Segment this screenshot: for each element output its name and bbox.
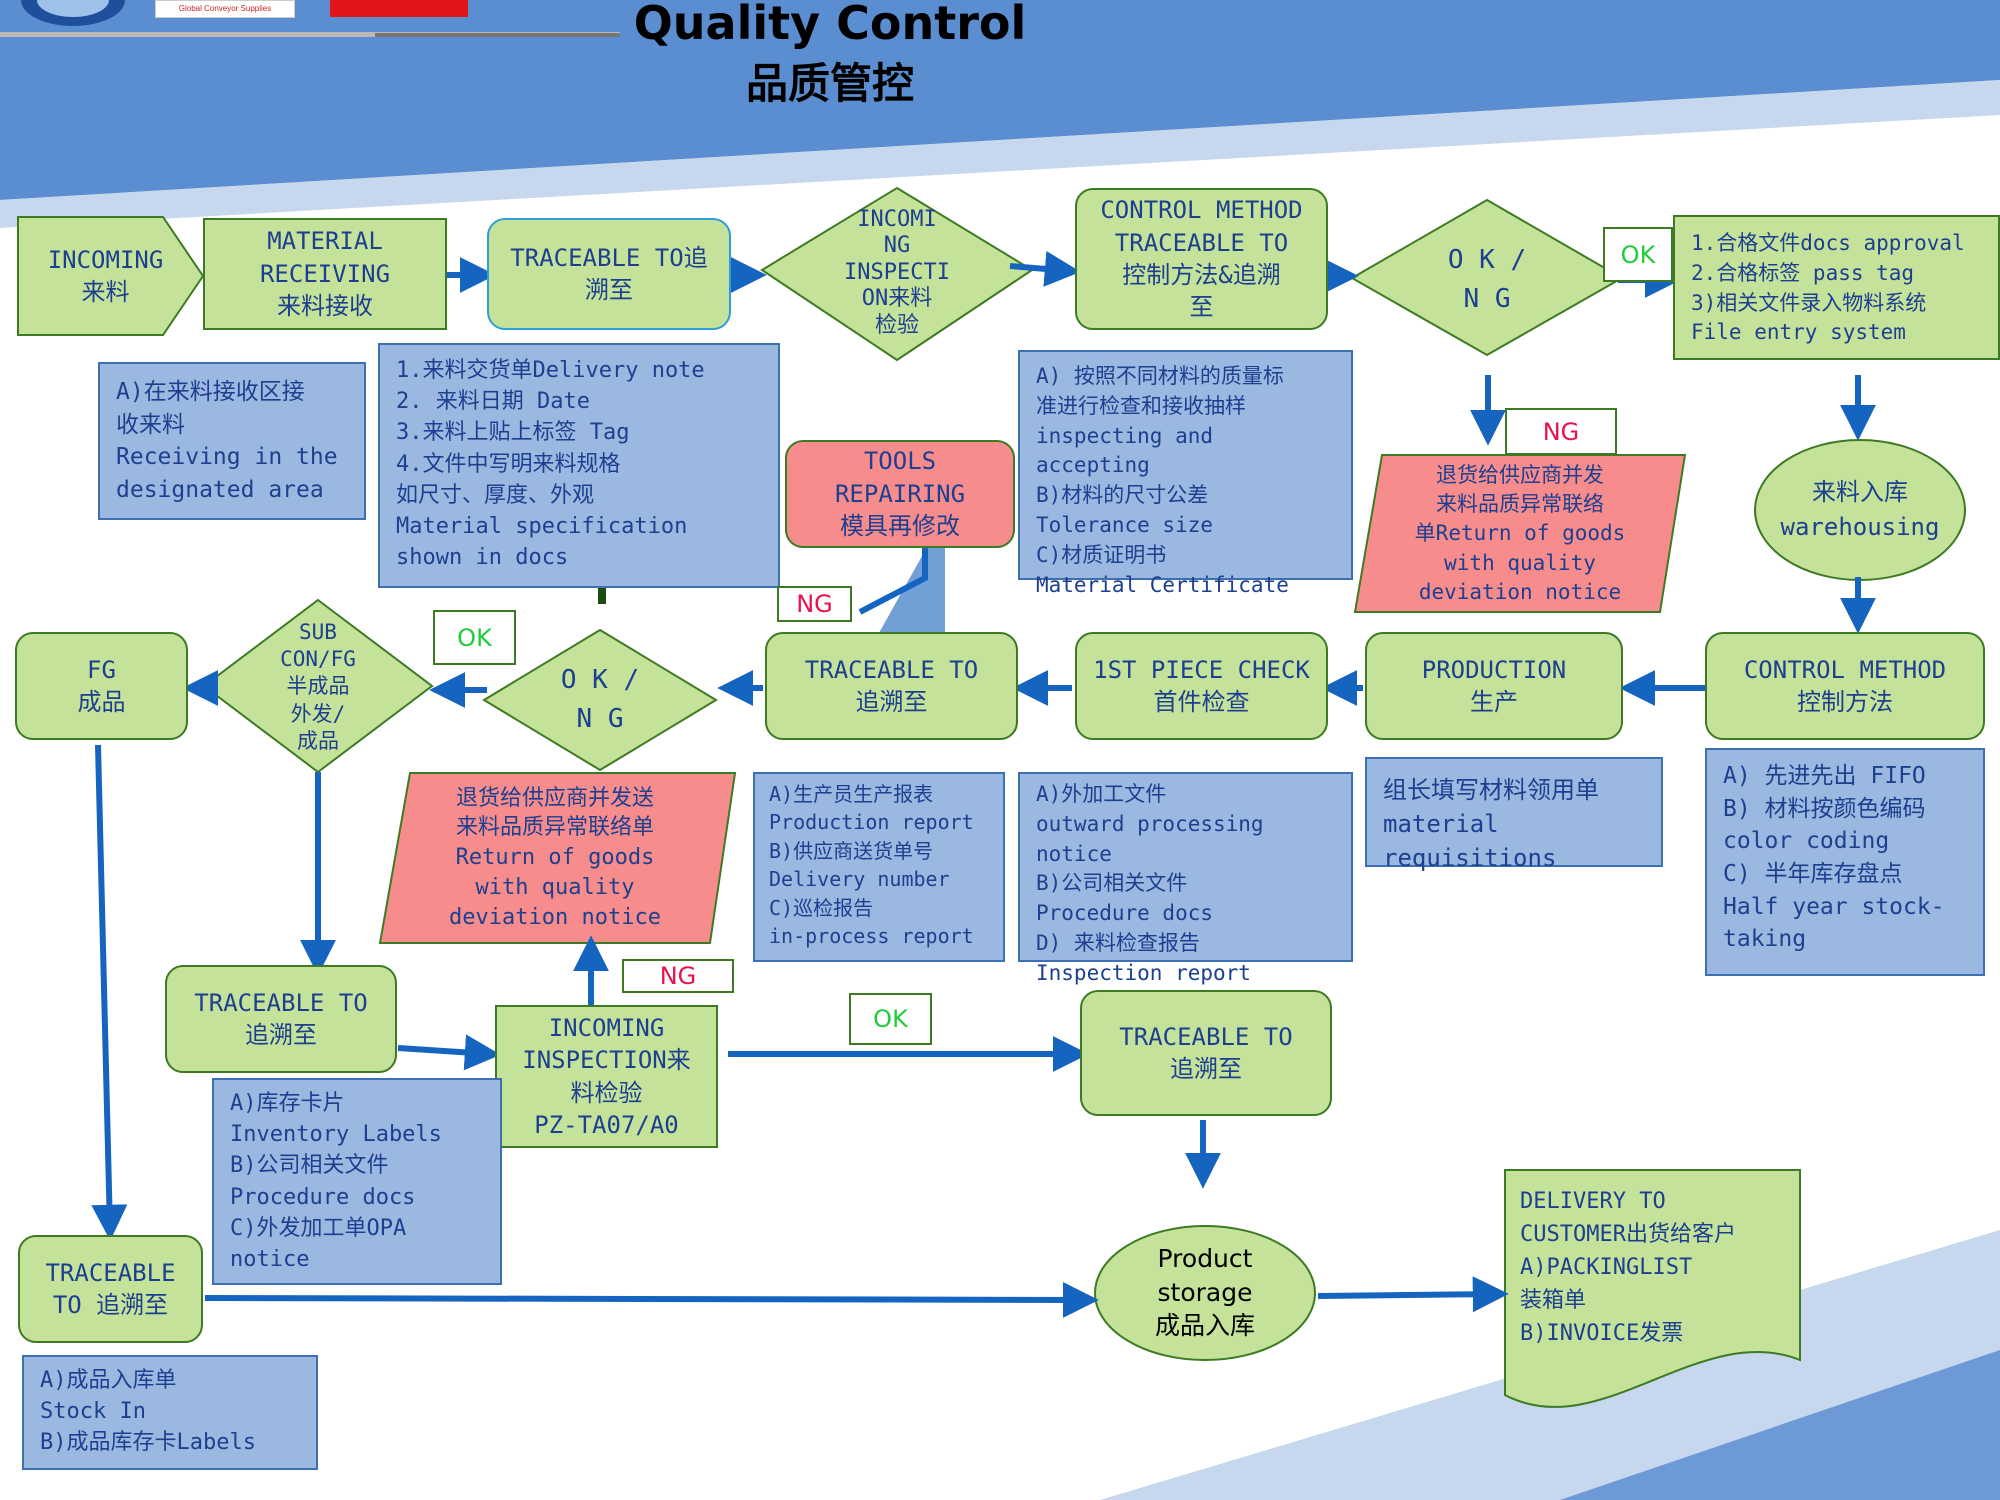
arrow-inspection-to-method <box>1009 250 1081 287</box>
title-zh: 品质管控 <box>745 59 914 108</box>
okng-2-diamond-shape <box>482 628 718 772</box>
incoming-label: INCOMING 来料 <box>47 245 164 306</box>
note-inspection-method: A) 按照不同材料的质量标 准进行检查和接收抽样 inspecting and … <box>1018 350 1353 597</box>
fg-box: FG 成品 <box>15 632 188 740</box>
ok-tag-bottom: OK <box>849 993 932 1045</box>
footer-band <box>1560 1350 2000 1500</box>
note-inventory-docs: A)库存卡片 Inventory Labels B)公司相关文件 Procedu… <box>212 1078 502 1285</box>
header-light-stripe <box>0 80 2000 228</box>
traceable-box-3: TRACEABLE TO 追溯至 <box>165 965 397 1073</box>
brand-logo: Global Conveyor Supplies <box>155 0 295 18</box>
logo-caption: Global Conveyor Supplies <box>178 4 272 13</box>
incoming-pentagon-shape <box>17 216 205 336</box>
first-piece-check-box: 1ST PIECE CHECK 首件检查 <box>1075 632 1328 740</box>
arrow-traceable-to-storage-2 <box>204 1281 1099 1318</box>
ok-tag-mid: OK <box>433 610 516 665</box>
arrow-fg-to-traceable <box>91 744 128 1241</box>
note-control-list: A) 先进先出 FIFO B) 材料按颜色编码 color coding C) … <box>1705 748 1985 976</box>
ok-tag-top: OK <box>1603 227 1673 282</box>
control-method-box-2: CONTROL METHOD 控制方法 <box>1705 632 1985 740</box>
arrow-traceable-to-inspection-2 <box>397 1034 501 1071</box>
okng-2-label: O K / N G <box>560 665 640 734</box>
delivery-label: DELIVERY TO CUSTOMER出货给客户 A)PACKINGLIST … <box>1520 1189 1736 1346</box>
arrow-storage-to-delivery <box>1317 1276 1509 1313</box>
sub-con-label: SUB CON/FG 半成品 外发/ 成品 <box>280 619 356 753</box>
traceable-box-1: TRACEABLE TO追 溯至 <box>487 218 731 330</box>
return-2-label: 退货给供应商并发送 来料品质异常联络单 Return of goods with… <box>449 785 661 930</box>
return-1-parallelogram-shape <box>1353 454 1687 613</box>
note-production-docs: A)生产员生产报表 Production report B)供应商送货单号 De… <box>753 772 1005 962</box>
product-storage-label: Product storage 成品入库 <box>1154 1243 1255 1341</box>
red-logo-block <box>330 0 468 17</box>
warehousing-label: 来料入库 warehousing <box>1780 478 1940 541</box>
traceable-box-5: TRACEABLE TO 追溯至 <box>18 1235 203 1343</box>
material-receiving-box: MATERIAL RECEIVING 来料接收 <box>203 218 447 330</box>
header-band <box>0 0 2000 200</box>
incoming-inspection-box-2: INCOMING INSPECTION来 料检验 PZ-TA07/A0 <box>495 1005 718 1148</box>
flow-arrows <box>91 250 1876 1318</box>
note-stock-in-docs: A)成品入库单 Stock In B)成品库存卡Labels <box>22 1355 318 1470</box>
okng-1-label: O K / N G <box>1447 245 1527 314</box>
note-outward-docs: A)外加工文件 outward processing notice B)公司相关… <box>1018 772 1353 985</box>
traceable-box-4: TRACEABLE TO 追溯至 <box>1080 990 1332 1116</box>
incoming-inspection-diamond-shape <box>760 186 1034 362</box>
return-1-label: 退货给供应商并发 来料品质异常联络 单Return of goods with … <box>1414 462 1626 605</box>
company-logo-icon <box>21 0 125 26</box>
note-receiving-area: A)在来料接收区接 收来料 Receiving in the designate… <box>98 362 366 520</box>
production-box: PRODUCTION 生产 <box>1365 632 1623 740</box>
return-2-parallelogram-shape <box>378 772 737 944</box>
ng-tag-tools: NG <box>777 586 852 622</box>
control-method-box-1: CONTROL METHOD TRACEABLE TO 控制方法&追溯 至 <box>1075 188 1328 330</box>
incoming-inspection-label: INCOMI NG INSPECTI ON来料 检验 <box>844 207 950 338</box>
traceable-box-2: TRACEABLE TO 追溯至 <box>765 632 1018 740</box>
delivery-document-shape <box>1504 1169 1801 1408</box>
note-delivery-docs: 1.来料交货单Delivery note 2. 来料日期 Date 3.来料上贴… <box>378 343 780 588</box>
header-rule <box>0 32 620 37</box>
ng-tag-top: NG <box>1505 408 1617 455</box>
first-piece-check-label: 1ST PIECE CHECK 首件检查 <box>1093 655 1310 716</box>
tools-repairing-box: TOOLS REPAIRING 模具再修改 <box>785 440 1015 548</box>
header-rule-dark <box>375 33 620 37</box>
note-requisition: 组长填写材料领用单 material requisitions <box>1365 757 1663 872</box>
note-connector-mark <box>598 588 606 604</box>
okng-1-diamond-shape <box>1349 198 1625 357</box>
ng-tag-bottom: NG <box>622 959 734 993</box>
note-ok-docs: 1.合格文件docs approval 2.合格标签 pass tag 3)相关… <box>1673 215 2000 360</box>
title-en: Quality Control <box>633 0 1027 50</box>
